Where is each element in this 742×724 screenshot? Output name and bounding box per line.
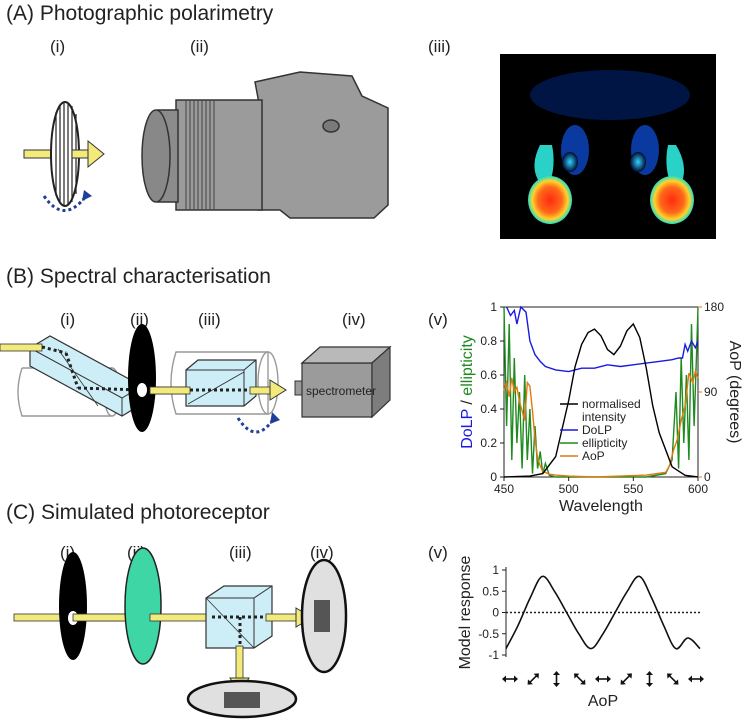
legend-label: normalised	[582, 397, 641, 411]
aop-arrow-head	[667, 673, 673, 679]
legend-label: AoP	[582, 449, 605, 463]
spectrometer-icon: spectrometer	[294, 345, 392, 419]
aop-arrow-icon	[646, 671, 653, 687]
colour-filter-icon	[124, 547, 162, 665]
y-left-tick-label: 0.2	[480, 436, 497, 450]
glan-prism-icon	[0, 335, 191, 417]
rotating-prism-icon	[149, 351, 287, 434]
legend-label: intensity	[582, 410, 626, 424]
x-tick-label: 600	[688, 482, 708, 496]
spectrometer-label: spectrometer	[306, 384, 376, 398]
legend-label: DoLP	[582, 423, 612, 437]
aop-arrow-icon	[574, 673, 586, 685]
aop-arrow-head	[700, 675, 704, 683]
model-response-curve	[505, 575, 701, 650]
y-left-tick-label: 1	[490, 300, 497, 314]
aop-arrow-head	[626, 673, 632, 679]
aop-arrow-head	[553, 683, 560, 687]
x-tick-label: 550	[623, 482, 643, 496]
y-left-axis-label-part: ellipticity	[459, 335, 476, 395]
aop-arrow-head	[646, 683, 653, 687]
y-left-axis-label-part: /	[459, 396, 476, 409]
x-tick-label: 500	[559, 482, 579, 496]
y-right-tick-label: 0	[704, 470, 711, 484]
aop-arrow-head	[646, 671, 653, 675]
y-left-tick-label: 0	[490, 470, 497, 484]
x-axis-label: AoP	[588, 693, 618, 710]
panel-b-label-iv: (iv)	[342, 310, 366, 329]
series-line-normalised-intensity	[503, 322, 699, 478]
y-tick-label: -0.5	[478, 627, 499, 641]
panel-a-label-i: (i)	[50, 37, 65, 56]
aop-arrow-icon	[595, 675, 611, 683]
series-line-aop	[503, 368, 699, 478]
aop-arrow-icon	[667, 673, 679, 685]
panel-c-title: (C) Simulated photoreceptor	[6, 501, 270, 524]
y-right-tick-label: 90	[704, 385, 718, 399]
aop-arrow-head	[688, 675, 692, 683]
panel-a-title: (A) Photographic polarimetry	[6, 2, 274, 25]
camera-icon	[141, 71, 389, 219]
aop-arrow-icon	[688, 675, 704, 683]
aop-arrow-icon	[502, 675, 518, 683]
aop-arrow-head	[574, 673, 580, 679]
y-left-tick-label: 0.6	[480, 368, 497, 382]
aop-arrow-head	[527, 679, 533, 685]
aop-arrow-head	[502, 675, 506, 683]
x-axis-label: Wavelength	[559, 498, 643, 515]
panel-a-label-ii: (ii)	[190, 37, 209, 56]
y-right-axis-label: AoP (degrees)	[726, 341, 742, 444]
aop-arrow-head	[607, 675, 611, 683]
panel-a-label-iii: (iii)	[428, 37, 451, 56]
panel-c-label-v: (v)	[428, 543, 448, 562]
y-left-tick-label: 0.8	[480, 334, 497, 348]
aop-arrow-head	[673, 679, 679, 685]
aperture-icon	[128, 324, 156, 432]
aperture-c-icon	[59, 552, 87, 660]
panel-b-label-v: (v)	[428, 310, 448, 329]
aop-arrow-icon	[553, 671, 560, 687]
panel-c-label-iii: (iii)	[229, 543, 252, 562]
y-right-tick-label: 180	[704, 300, 724, 314]
y-left-tick-label: 0.4	[480, 402, 497, 416]
y-tick-label: 0.5	[482, 584, 499, 598]
rotating-polarizer-icon	[23, 101, 105, 212]
y-tick-label: 0	[492, 606, 499, 620]
y-tick-label: 1	[492, 563, 499, 577]
aop-arrow-head	[533, 673, 539, 679]
aop-arrow-head	[620, 679, 626, 685]
series-line-dolp	[505, 305, 699, 373]
aop-arrow-icon	[527, 673, 539, 685]
photoreceptor-diagram	[13, 547, 348, 719]
y-left-axis-label-part: DoLP	[459, 409, 476, 449]
panel-c-label-iv: (iv)	[310, 543, 334, 562]
polarimetry-false-colour-image	[500, 54, 716, 239]
panel-b-label-iii: (iii)	[198, 310, 221, 329]
aop-arrow-head	[595, 675, 599, 683]
panel-b-label-ii: (ii)	[130, 310, 149, 329]
x-tick-label: 450	[494, 482, 514, 496]
aop-arrow-head	[553, 671, 560, 675]
y-tick-label: -1	[488, 648, 499, 662]
y-axis-label: Model response	[457, 555, 474, 669]
aop-arrow-head	[580, 679, 586, 685]
panel-b-title: (B) Spectral characterisation	[6, 265, 271, 288]
aop-arrow-head	[514, 675, 518, 683]
legend-label: ellipticity	[582, 436, 627, 450]
y-left-axis-label: DoLP / ellipticity	[459, 335, 476, 449]
panel-b-label-i: (i)	[60, 310, 75, 329]
series-line-ellipticity	[503, 306, 699, 478]
aop-arrow-icon	[620, 673, 632, 685]
